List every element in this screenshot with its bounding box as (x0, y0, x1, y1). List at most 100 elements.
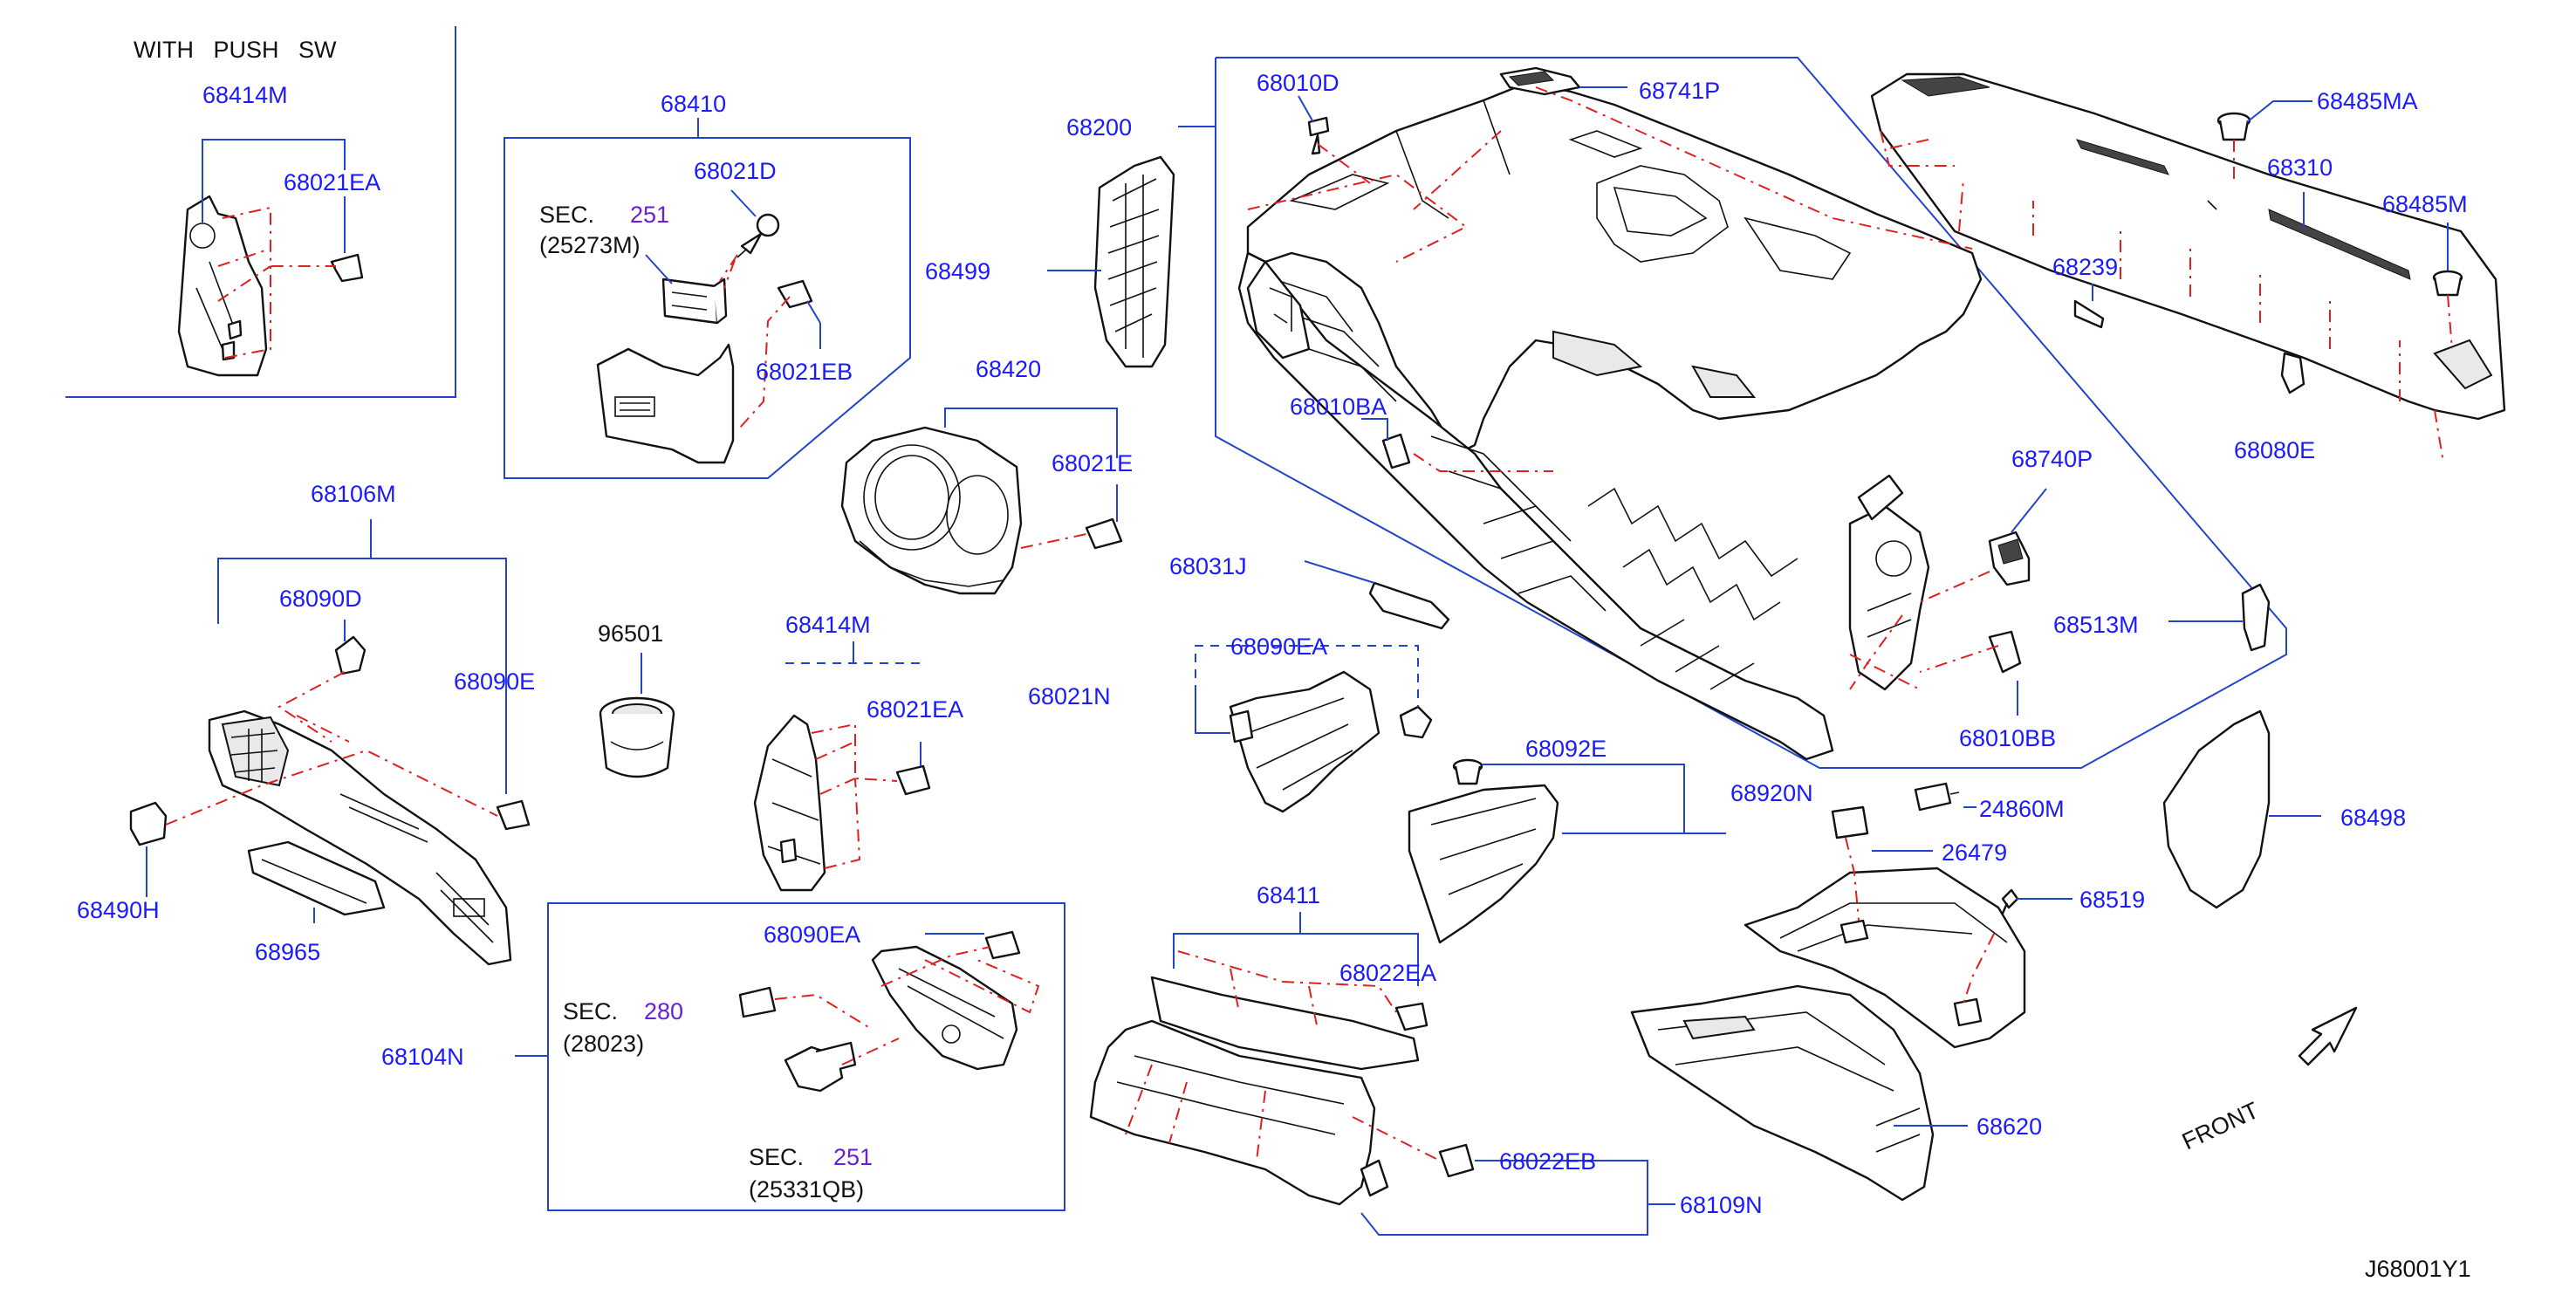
screw-68021D (736, 213, 780, 258)
group-68410-hidden-lines (719, 254, 791, 428)
label-68031J: 68031J (1169, 553, 1247, 579)
push-sw-frame (65, 26, 456, 398)
front-arrow-icon (2298, 1006, 2358, 1066)
group-68410-leaders (645, 118, 757, 284)
label-68021EA-mid: 68021EA (867, 696, 963, 723)
dashboard-hidden-lines (1247, 86, 1999, 690)
panel-68498 (2162, 709, 2271, 909)
label-68485M: 68485M (2382, 191, 2468, 217)
cup-holder-96501 (599, 696, 675, 778)
group-68414M-mid-hidden (811, 723, 898, 869)
label-68109N: 68109N (1680, 1192, 1763, 1218)
bezel-68104N (871, 945, 1018, 1071)
glove-box-68620 (1630, 984, 1935, 1202)
label-sec-b-ref: (28023) (563, 1031, 644, 1057)
label-68106M: 68106M (311, 481, 396, 507)
group-68106M-hidden-lines (165, 671, 498, 826)
panel-68920N (1408, 784, 1559, 944)
group-68920N-leaders (1482, 764, 1726, 834)
label-68021N: 68021N (1028, 683, 1111, 709)
trim-68021N (1229, 670, 1380, 813)
clip-68485M (2432, 270, 2463, 297)
label-68021EA-top: 68021EA (284, 169, 380, 195)
clip-68090EA-mid (1399, 705, 1433, 739)
meter-hood-68420 (840, 426, 1023, 595)
label-68021E: 68021E (1052, 450, 1133, 476)
label-68490H: 68490H (77, 897, 160, 923)
clip-68010BB (1988, 630, 2022, 674)
leader-68031J (1304, 560, 1375, 584)
label-68414M-mid: 68414M (785, 612, 871, 638)
connector-28023 (738, 986, 777, 1018)
label-68090EA-mid: 68090EA (1230, 634, 1327, 660)
clip-68021E (1085, 517, 1123, 550)
clip-68092E (1452, 758, 1483, 785)
label-68485MA: 68485MA (2317, 88, 2418, 114)
label-68410: 68410 (661, 91, 726, 117)
lamp-26479 (1831, 805, 1869, 839)
label-24860M: 24860M (1979, 796, 2065, 822)
vent-68740P (1988, 531, 2031, 586)
label-sec-a-prefix: SEC. (539, 202, 594, 228)
label-sec-a-ref: (25273M) (539, 232, 641, 258)
part-68414M-top (177, 195, 268, 377)
label-68092E: 68092E (1525, 736, 1607, 762)
switch-25331QB (784, 1041, 857, 1093)
group-68104N-hidden (774, 946, 1040, 1065)
label-68090EA-bot: 68090EA (764, 922, 860, 948)
label-sec-c-prefix: SEC. (749, 1144, 804, 1170)
group-24860M-hidden (1845, 837, 1995, 1004)
label-sec-c-ref: (25331QB) (749, 1176, 864, 1202)
label-68740P: 68740P (2011, 446, 2093, 472)
label-68010BB: 68010BB (1959, 725, 2056, 751)
label-68741P: 68741P (1639, 78, 1720, 104)
group-68109N-leaders (1173, 912, 1675, 1236)
front-label: FRONT (2178, 1097, 2263, 1155)
label-68021EB: 68021EB (756, 359, 853, 385)
label-68965: 68965 (255, 939, 320, 965)
bolt-68010D (1307, 116, 1330, 155)
clip-68021EA-mid (895, 764, 931, 796)
clip-68080E (2280, 352, 2305, 394)
clip-68022EA (1394, 1002, 1428, 1031)
switch-68490H (129, 801, 168, 846)
push-sw-title: WITH PUSH SW (134, 37, 337, 63)
connector-24860M (1914, 782, 1960, 812)
glove-box-housing (1744, 867, 2026, 1049)
part-68031J (1368, 581, 1450, 630)
label-68010BA: 68010BA (1290, 394, 1387, 420)
label-68498: 68498 (2340, 805, 2406, 831)
label-68022EA: 68022EA (1339, 960, 1436, 986)
group-68109N-hidden (1125, 950, 1441, 1161)
group-68021N-leaders (1195, 645, 1419, 734)
label-sec-c-num: 251 (833, 1144, 873, 1170)
part-68499 (1093, 155, 1175, 368)
switch-25273M (661, 278, 728, 325)
group-68104N-frame (515, 902, 1065, 1211)
label-68499: 68499 (925, 258, 990, 284)
dashboard-68200 (1237, 81, 1983, 761)
label-68239: 68239 (2052, 254, 2118, 280)
label-68620: 68620 (1977, 1113, 2042, 1140)
label-68022EB: 68022EB (1499, 1148, 1596, 1175)
label-68420: 68420 (976, 356, 1041, 382)
label-68080E: 68080E (2234, 437, 2315, 463)
clip-68021EA-top (330, 253, 364, 283)
trim-68411 (1150, 976, 1420, 1071)
cowl-leaders (2092, 100, 2449, 301)
cowl-68310 (1870, 72, 2506, 421)
label-68513M: 68513M (2053, 612, 2139, 638)
panel-68965 (247, 840, 386, 916)
panel-68109N (1089, 1019, 1389, 1206)
label-68021D: 68021D (694, 158, 777, 184)
label-68519: 68519 (2079, 887, 2145, 913)
clip-68090D (334, 635, 367, 675)
label-96501: 96501 (598, 620, 663, 647)
label-68090D: 68090D (279, 586, 362, 612)
label-sec-a-num: 251 (630, 202, 669, 228)
label-68090E: 68090E (454, 668, 535, 695)
group-24860M-leaders (1872, 806, 2072, 900)
bezel-68410 (596, 343, 735, 464)
label-68920N: 68920N (1730, 780, 1813, 806)
